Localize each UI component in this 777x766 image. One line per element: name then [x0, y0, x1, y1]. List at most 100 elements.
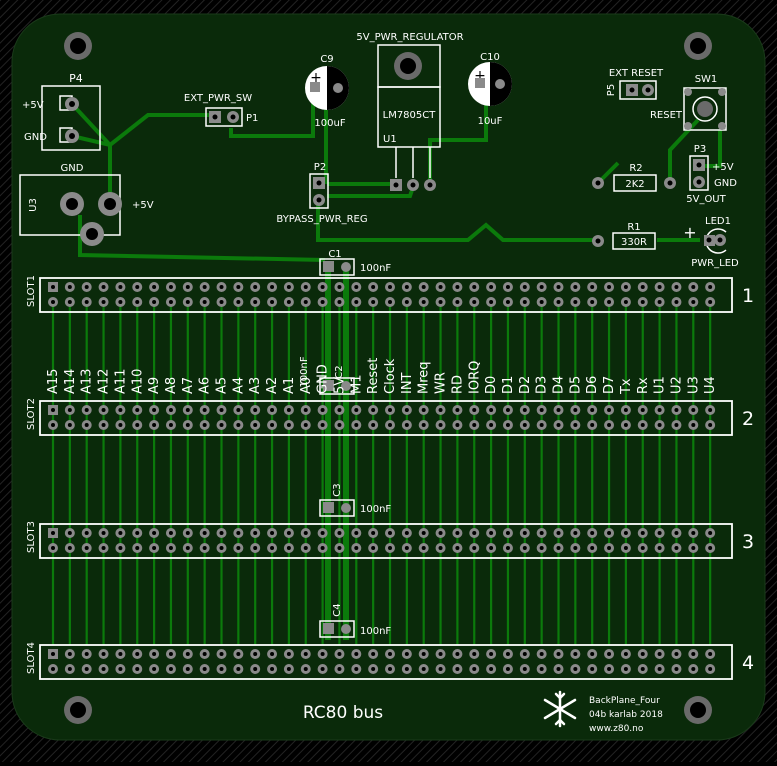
- slot-pad-hole: [303, 408, 308, 412]
- slot-pad-hole: [118, 423, 123, 427]
- slot-pad-hole: [607, 300, 612, 304]
- slot-pad-hole: [522, 408, 527, 412]
- slot-pad-hole: [185, 300, 190, 304]
- slot-pad-hole: [674, 300, 679, 304]
- slot-pad-hole: [455, 652, 460, 656]
- slot-pad-hole: [354, 300, 359, 304]
- slot-pad-hole: [522, 300, 527, 304]
- slot-pad-hole: [640, 408, 645, 412]
- slot-pad-hole: [202, 285, 207, 289]
- slot-pad-hole: [371, 546, 376, 550]
- slot-pad-hole: [438, 423, 443, 427]
- slot-pad-hole: [185, 546, 190, 550]
- slot-pad-hole: [270, 285, 275, 289]
- slot-pad-hole: [152, 531, 157, 535]
- slot-pad-hole: [84, 285, 89, 289]
- slot-pad-hole: [118, 531, 123, 535]
- slot-pad-hole: [539, 546, 544, 550]
- slot-pad-hole: [152, 423, 157, 427]
- c2-value: 100nF: [299, 356, 310, 387]
- slot-pad-hole: [708, 408, 713, 412]
- slot-pad-hole: [505, 300, 510, 304]
- slot-pad-hole: [202, 652, 207, 656]
- slot-pad-hole: [371, 300, 376, 304]
- slot-pad-hole: [489, 652, 494, 656]
- slot-pad-hole: [455, 423, 460, 427]
- slot-pad-hole: [556, 652, 561, 656]
- slot-pad-hole: [455, 408, 460, 412]
- slot-pad-hole: [388, 285, 392, 289]
- slot-pad-hole: [236, 285, 241, 289]
- slot-pad-hole: [168, 408, 173, 412]
- slot-pad-hole: [455, 300, 460, 304]
- slot-pad-hole: [371, 667, 376, 671]
- slot-pad-hole: [556, 408, 561, 412]
- slot-pad-hole: [573, 531, 578, 535]
- slot-pad-hole: [472, 546, 477, 550]
- slot-pad-hole: [118, 546, 123, 550]
- p2-ref: P2: [314, 162, 326, 173]
- slot-pad-hole: [556, 300, 561, 304]
- p5-ref: P5: [606, 84, 617, 96]
- slot-pad-hole: [505, 408, 510, 412]
- slot-pad-hole: [505, 667, 510, 671]
- slot-pad-hole: [67, 300, 72, 304]
- slot-pad-hole: [455, 285, 460, 289]
- slot-pad-hole: [522, 546, 527, 550]
- p4-pin2-label: GND: [24, 132, 47, 143]
- p3-pin2-label: GND: [714, 178, 737, 189]
- ext-reset-title: EXT RESET: [609, 68, 664, 79]
- slot-pad-hole: [691, 285, 696, 289]
- slot-pad-hole: [674, 285, 679, 289]
- slot-pad-hole: [691, 546, 696, 550]
- svg-text:+: +: [310, 70, 322, 86]
- slot-pad-hole: [152, 546, 157, 550]
- slot-pad-hole: [522, 423, 527, 427]
- slot-pad-hole: [135, 408, 140, 412]
- slot-pad-hole: [674, 546, 679, 550]
- slot-pad-hole: [404, 652, 409, 656]
- slot-pad-hole: [438, 667, 443, 671]
- slot-pad-hole: [67, 652, 72, 656]
- slot-pad-hole: [219, 300, 224, 304]
- slot-pad-hole: [185, 423, 190, 427]
- slot-pad-hole: [674, 667, 679, 671]
- regulator-title: 5V_PWR_REGULATOR: [356, 32, 463, 43]
- slot-pad-hole: [455, 546, 460, 550]
- slot-pad-hole: [354, 546, 359, 550]
- slot-pad-hole: [51, 300, 55, 304]
- slot-label: SLOT4: [26, 642, 37, 674]
- slot-pad-hole: [135, 652, 140, 656]
- slot-pad-hole: [539, 667, 544, 671]
- slot-pad-hole: [371, 423, 376, 427]
- slot-pad-hole: [573, 423, 578, 427]
- c4-value: 100nF: [360, 626, 391, 637]
- slot-pad-hole: [573, 652, 578, 656]
- slot-pad-hole: [640, 652, 645, 656]
- slot-pad-hole: [202, 531, 207, 535]
- slot-label: SLOT1: [26, 275, 37, 307]
- slot-pad-hole: [51, 423, 55, 427]
- slot-pad-hole: [84, 652, 89, 656]
- slot-pad-hole: [286, 285, 291, 289]
- slot-pad-hole: [135, 667, 140, 671]
- slot-pad-hole: [573, 285, 578, 289]
- c9-capacitor: C9 + 100uF: [305, 54, 349, 129]
- slot-pad-hole: [337, 531, 342, 535]
- slot-pad-hole: [320, 531, 325, 535]
- bus-signal-label: D4: [552, 376, 567, 394]
- p4-pin1-label: +5V: [22, 100, 44, 111]
- slot-pad-hole: [219, 531, 224, 535]
- slot-pad-hole: [168, 285, 173, 289]
- c10-capacitor: C10 + 10uF: [468, 52, 512, 127]
- slot-number: 1: [742, 285, 754, 307]
- c10-ref: C10: [480, 52, 500, 63]
- c1-capacitor: C1 100nF: [319, 249, 391, 276]
- bus-signal-label: A5: [215, 377, 230, 394]
- bus-signal-label: 5V: [332, 377, 347, 394]
- slot-pad-hole: [421, 652, 426, 656]
- slot-pad-hole: [135, 423, 140, 427]
- bus-signal-label: A3: [248, 377, 263, 394]
- slot-pad-hole: [472, 408, 477, 412]
